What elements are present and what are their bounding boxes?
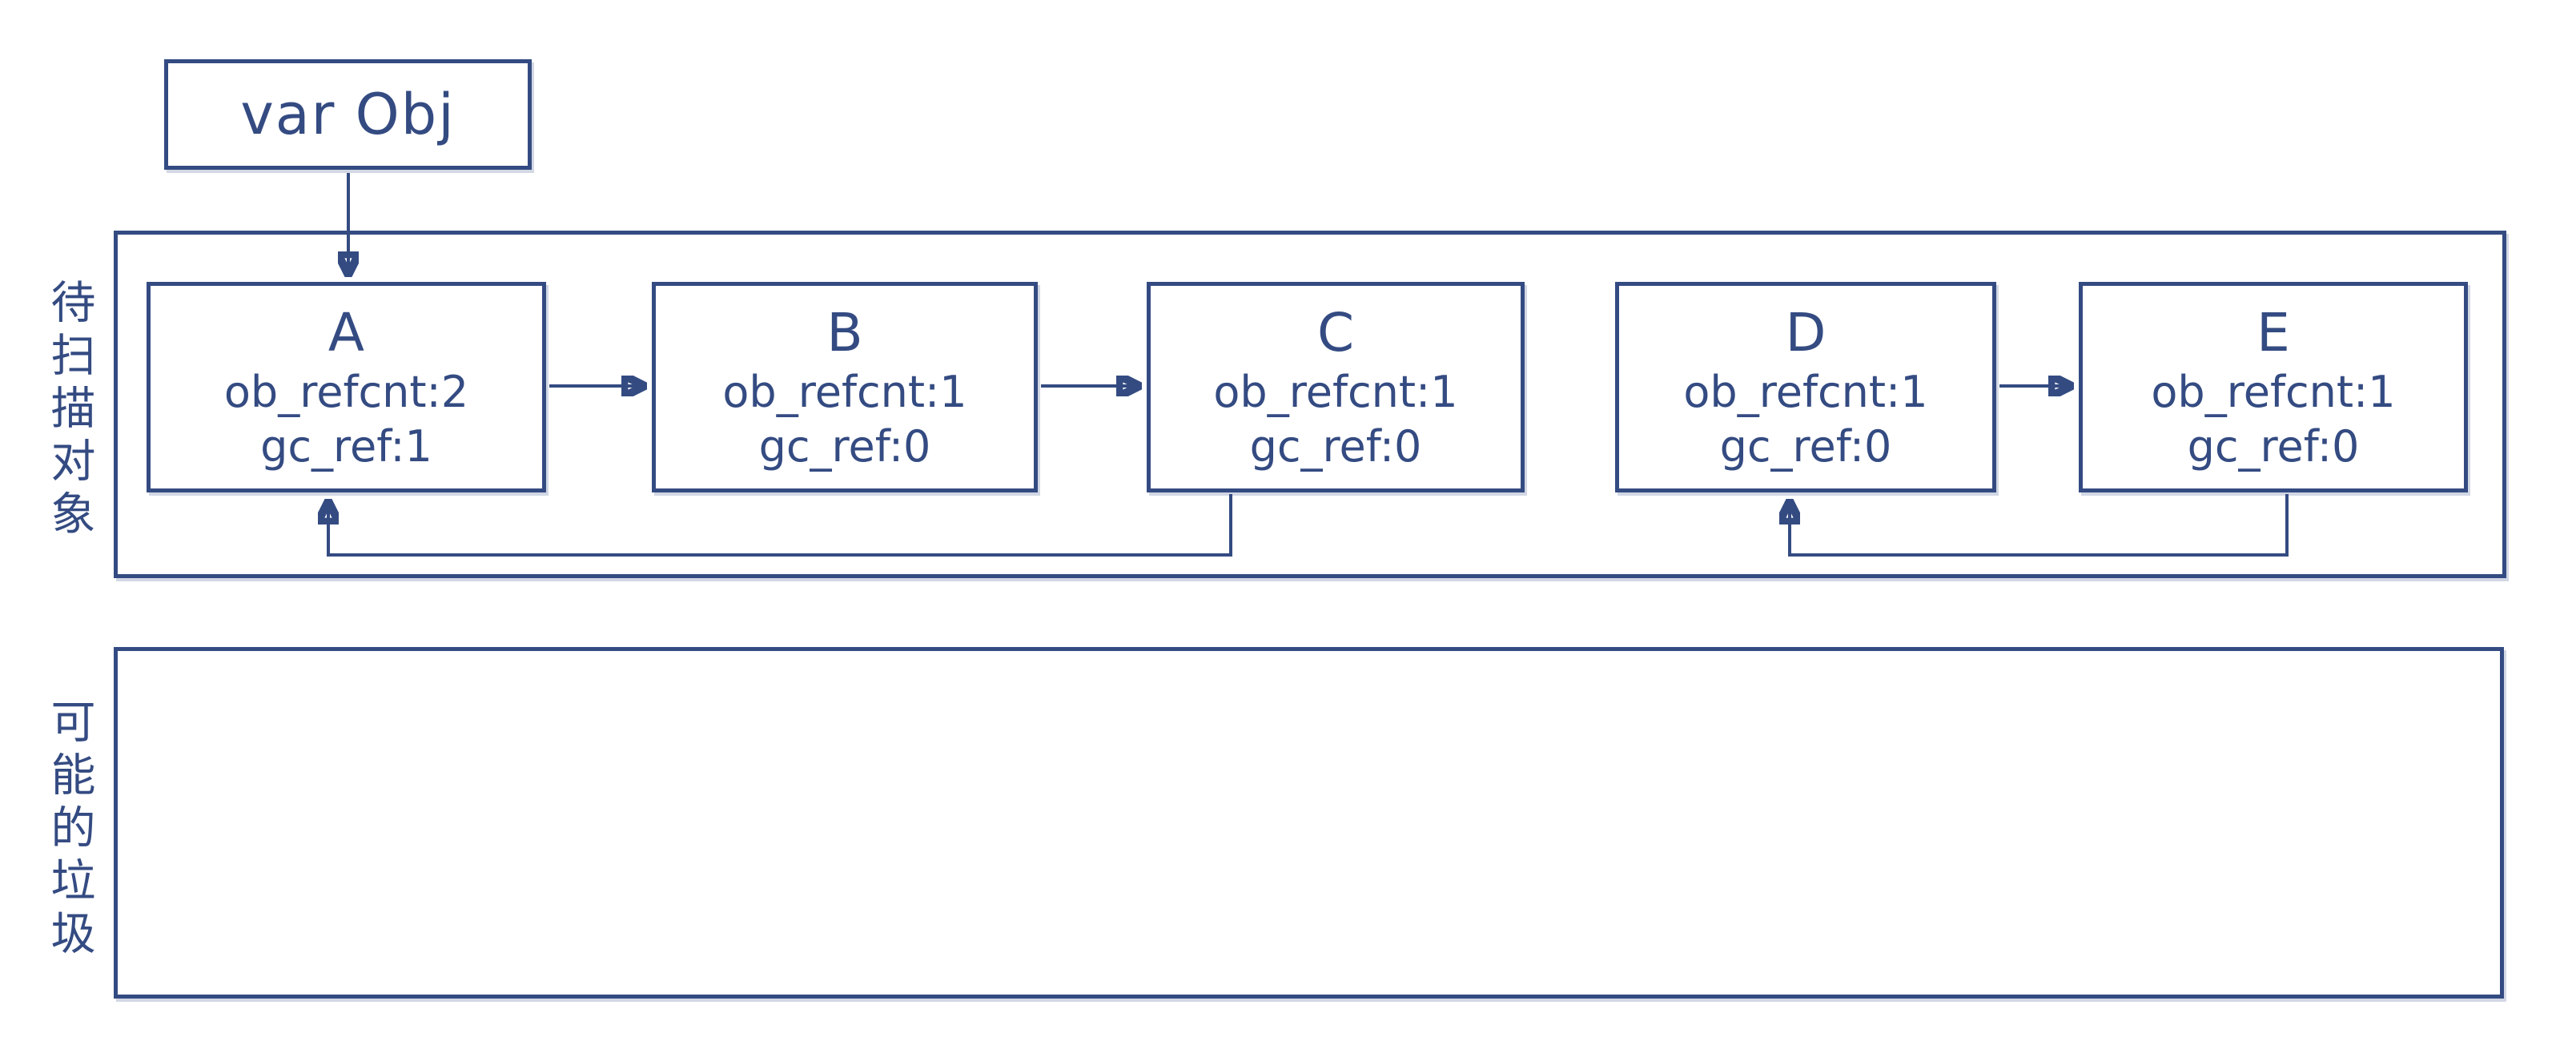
node-title: B: [826, 301, 863, 364]
node-gcref: gc_ref:0: [2187, 420, 2360, 472]
node-title: D: [1785, 301, 1827, 364]
node-title: A: [328, 301, 365, 364]
object-node-a: A ob_refcnt:2 gc_ref:1: [147, 282, 546, 492]
node-gcref: gc_ref:0: [1719, 420, 1892, 472]
object-node-e: E ob_refcnt:1 gc_ref:0: [2079, 282, 2468, 492]
scan-area-label: 待扫描对象: [43, 279, 95, 543]
var-obj-label: var Obj: [240, 82, 456, 147]
node-refcnt: ob_refcnt:1: [722, 366, 967, 417]
node-gcref: gc_ref:0: [1249, 420, 1422, 472]
object-node-d: D ob_refcnt:1 gc_ref:0: [1615, 282, 1996, 492]
node-title: C: [1316, 301, 1355, 364]
node-gcref: gc_ref:0: [758, 420, 931, 472]
object-node-c: C ob_refcnt:1 gc_ref:0: [1147, 282, 1525, 492]
node-gcref: gc_ref:1: [260, 420, 432, 472]
var-obj-box: var Obj: [164, 59, 532, 170]
node-title: E: [2257, 301, 2290, 364]
object-node-b: B ob_refcnt:1 gc_ref:0: [652, 282, 1038, 492]
node-refcnt: ob_refcnt:1: [1213, 366, 1458, 417]
scan-area-box: [114, 231, 2506, 578]
garbage-area-box: [114, 647, 2504, 999]
garbage-area-label: 可能的垃圾: [43, 698, 95, 963]
node-refcnt: ob_refcnt:1: [1683, 366, 1928, 417]
node-refcnt: ob_refcnt:1: [2151, 366, 2396, 417]
node-refcnt: ob_refcnt:2: [223, 366, 469, 417]
